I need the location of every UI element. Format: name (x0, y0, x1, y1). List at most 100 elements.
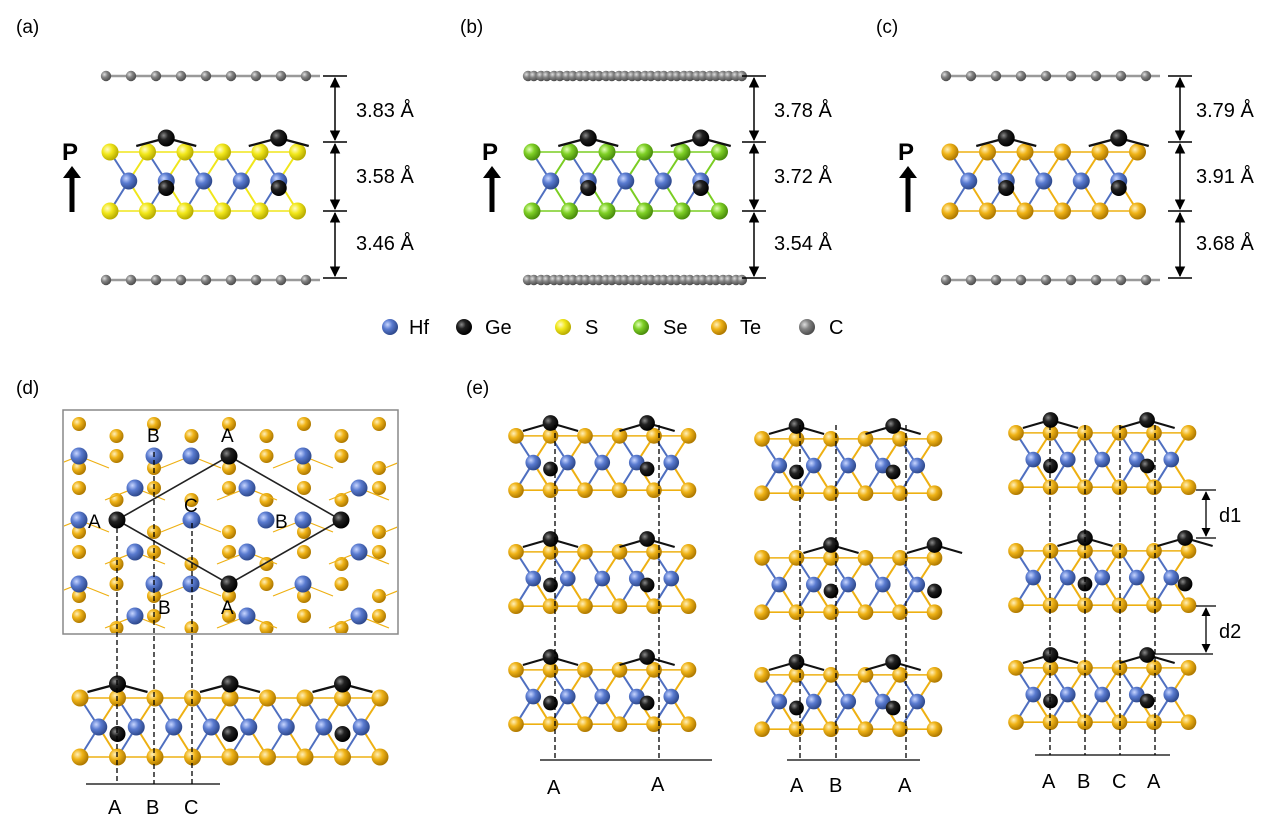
atom-te (1054, 202, 1071, 220)
atom-te (72, 545, 86, 559)
atom-te (372, 609, 386, 623)
atom-c (541, 70, 553, 82)
atom-c (736, 70, 748, 82)
atom-te (979, 143, 996, 161)
atom-hf (1094, 451, 1111, 468)
atom-ge (158, 180, 175, 196)
atom-te (560, 513, 574, 527)
atom-hf (805, 457, 822, 474)
bond (471, 616, 501, 628)
stacking-guides-d (86, 452, 220, 785)
atom-te (823, 550, 839, 566)
stacking-guides-e3 (1035, 425, 1170, 756)
atom-c (275, 70, 287, 82)
bond (553, 616, 583, 628)
atom-ge (220, 575, 238, 593)
atom-s (101, 143, 119, 161)
atom-te (184, 689, 201, 707)
distance-c-middle: 3.91 Å (1196, 165, 1254, 188)
atom-te (560, 385, 574, 399)
atom-te (611, 544, 628, 560)
panel-c-structure (940, 70, 1160, 286)
atom-te (222, 609, 236, 623)
atom-te (371, 748, 389, 766)
atom-te (259, 748, 276, 766)
atom-c (275, 274, 287, 286)
panel-e-label: (e) (466, 378, 489, 399)
atom-te (1054, 143, 1071, 161)
atom-te (1146, 597, 1162, 613)
atom-c (100, 274, 112, 286)
atom-hf (90, 718, 108, 736)
atom-te (1146, 660, 1162, 676)
atom-hf (805, 693, 822, 710)
site-label-b-bottom: B (158, 598, 171, 619)
atom-hf (1025, 686, 1042, 703)
atom-hf (407, 448, 424, 465)
distance-annotations-a: 3.83 Å 3.58 Å 3.46 Å (323, 75, 414, 279)
atom-te (447, 461, 461, 475)
atom-hf (70, 575, 88, 593)
atom-hf (1059, 569, 1076, 586)
atom-te (646, 428, 662, 444)
atom-te (710, 641, 724, 655)
stacking-label-e1-a2: A (651, 774, 665, 796)
atom-c (710, 70, 722, 82)
atom-te (447, 609, 461, 623)
atom-te (259, 429, 274, 443)
atom-te (1146, 479, 1162, 495)
atom-te (222, 417, 236, 431)
atom-te (371, 689, 389, 707)
atom-te (522, 589, 536, 603)
atom-te (1180, 660, 1197, 676)
atom-c (554, 274, 566, 286)
panel-d-label: (d) (16, 378, 39, 399)
atom-c (250, 70, 262, 82)
atom-hf (654, 172, 672, 190)
atom-c (645, 274, 657, 286)
atom-te (222, 525, 236, 539)
top-view-markers (108, 447, 350, 593)
atom-hf (1072, 172, 1090, 190)
atom-ge (1110, 180, 1127, 196)
legend-item-se: Se (633, 317, 687, 339)
atom-c (1040, 274, 1052, 286)
atom-te (680, 716, 697, 732)
atom-te (72, 397, 86, 411)
atom-te (788, 604, 805, 620)
atom-te (447, 397, 461, 411)
atom-te (646, 544, 662, 560)
atom-c (580, 274, 592, 286)
atom-hf (840, 457, 857, 474)
bond (665, 616, 695, 628)
atom-hf (1025, 451, 1042, 468)
atom-hf (350, 543, 368, 561)
atom-te (221, 689, 239, 707)
atom-hf (315, 718, 333, 736)
atom-te (710, 621, 724, 635)
atom-te (146, 748, 164, 766)
atom-te (785, 641, 799, 655)
atom-te (542, 716, 559, 732)
atom-te (72, 609, 86, 623)
atom-te (410, 429, 424, 443)
atom-hf (126, 543, 144, 561)
atom-te (1111, 425, 1128, 441)
atom-te (597, 589, 611, 603)
atom-te (597, 525, 611, 539)
spacing-label-d1: d1 (1219, 505, 1241, 527)
stack-abca (1008, 412, 1213, 730)
atom-te (297, 653, 311, 667)
stacking-label-e3-c: C (1112, 771, 1126, 793)
bond (441, 616, 471, 628)
bond (695, 552, 725, 564)
atom-te (560, 621, 574, 635)
atom-te (1042, 425, 1059, 441)
atom-te (297, 589, 311, 603)
atom-te (35, 621, 49, 635)
atom-te (857, 550, 874, 566)
atom-te (823, 721, 839, 737)
atom-hf (350, 607, 368, 625)
bond (384, 590, 397, 597)
